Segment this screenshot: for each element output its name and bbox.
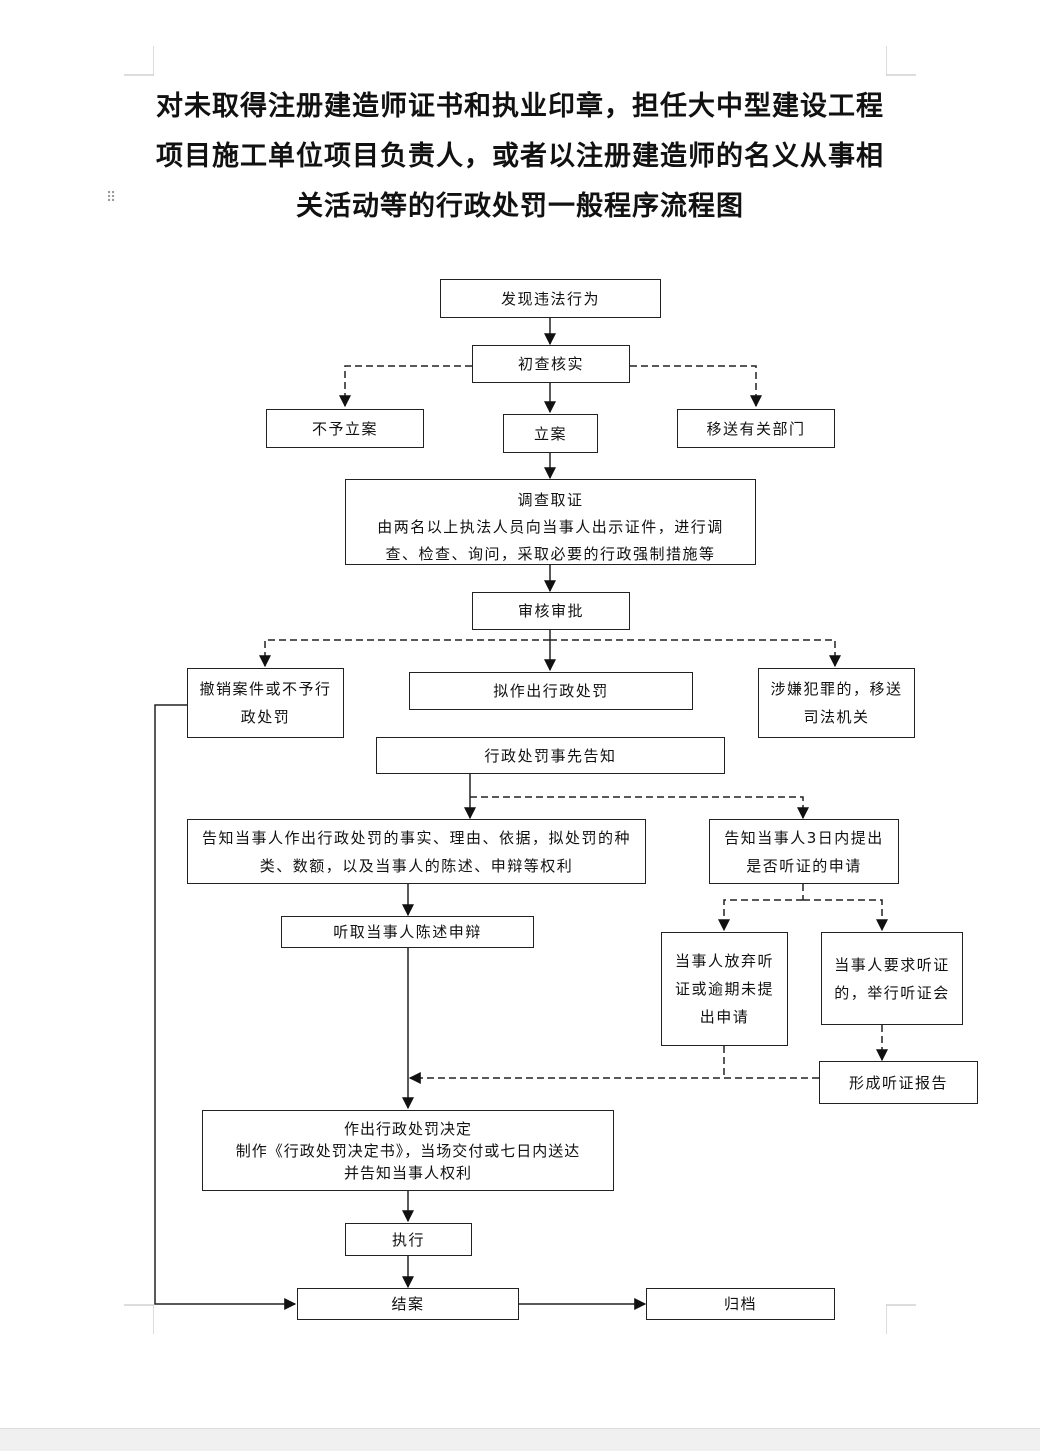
editor-status-bar <box>0 1428 1040 1451</box>
node-archive: 归档 <box>646 1288 835 1320</box>
node-waive-hearing-label: 当事人放弃听证或逾期未提出申请 <box>674 952 774 1026</box>
node-propose: 拟作出行政处罚 <box>409 672 693 710</box>
node-crime-transfer: 涉嫌犯罪的，移送司法机关 <box>758 668 915 738</box>
node-execute: 执行 <box>345 1223 472 1256</box>
node-archive-label: 归档 <box>723 1295 757 1313</box>
node-prior-notice-label: 行政处罚事先告知 <box>484 746 617 765</box>
dashed-to-revoke <box>259 639 550 668</box>
node-propose-label: 拟作出行政处罚 <box>493 682 609 700</box>
node-execute-label: 执行 <box>391 1230 425 1249</box>
node-no-case-label: 不予立案 <box>311 419 378 438</box>
node-discover-label: 发现违法行为 <box>500 289 600 308</box>
node-file-case: 立案 <box>503 414 598 453</box>
node-discover: 发现违法行为 <box>440 279 661 318</box>
node-revoke: 撤销案件或不予行政处罚 <box>187 668 344 738</box>
page-corner-top-left <box>124 46 154 76</box>
node-revoke-label: 撤销案件或不予行政处罚 <box>199 680 332 726</box>
arrow-revoke-to-close <box>154 704 297 1310</box>
node-hearing-report-label: 形成听证报告 <box>848 1073 948 1092</box>
node-notify-hearing-label: 告知当事人3日内提出是否听证的申请 <box>724 828 884 875</box>
page-corner-top-right <box>886 46 916 76</box>
node-decision-line1: 作出行政处罚决定 <box>343 1119 472 1138</box>
node-hearing-report: 形成听证报告 <box>819 1061 978 1104</box>
node-waive-hearing: 当事人放弃听证或逾期未提出申请 <box>661 932 788 1046</box>
node-investigate-desc: 由两名以上执法人员向当事人出示证件，进行调查、检查、询问，采取必要的行政强制措施… <box>377 518 724 563</box>
node-file-case-label: 立案 <box>533 424 567 443</box>
page-corner-bottom-left <box>124 1304 154 1334</box>
node-close-case-label: 结案 <box>391 1295 425 1313</box>
title-line-1: 对未取得注册建造师证书和执业印章，担任大中型建设工程 <box>156 91 884 122</box>
page-title: 对未取得注册建造师证书和执业印章，担任大中型建设工程 项目施工单位项目负责人，或… <box>140 82 900 232</box>
node-notify-hearing: 告知当事人3日内提出是否听证的申请 <box>709 819 899 884</box>
title-line-2: 项目施工单位项目负责人，或者以注册建造师的名义从事相 <box>156 141 884 172</box>
node-transfer-dept: 移送有关部门 <box>677 409 835 448</box>
table-move-handle-icon[interactable]: ⠿ <box>106 190 117 206</box>
node-notify-rights: 告知当事人作出行政处罚的事实、理由、依据，拟处罚的种类、数额，以及当事人的陈述、… <box>187 819 646 884</box>
node-hear-statement-label: 听取当事人陈述申辩 <box>333 923 482 941</box>
node-review: 审核审批 <box>472 592 630 630</box>
dashed-to-request <box>803 899 888 932</box>
node-prior-notice: 行政处罚事先告知 <box>376 737 725 774</box>
dashed-to-transfer <box>630 365 762 408</box>
node-hear-statement: 听取当事人陈述申辩 <box>281 916 534 948</box>
node-review-label: 审核审批 <box>517 602 584 620</box>
node-no-case: 不予立案 <box>266 409 424 448</box>
node-investigate-title: 调查取证 <box>517 491 584 509</box>
node-crime-transfer-label: 涉嫌犯罪的，移送司法机关 <box>770 680 903 726</box>
dashed-to-crime <box>550 639 841 668</box>
node-request-hearing-label: 当事人要求听证的，举行听证会 <box>834 955 950 1002</box>
node-decision: 作出行政处罚决定 制作《行政处罚决定书》，当场交付或七日内送达 并告知当事人权利 <box>202 1110 614 1191</box>
dashed-to-no-case <box>339 365 472 408</box>
dashed-to-notify-hearing <box>470 796 809 820</box>
node-transfer-dept-label: 移送有关部门 <box>706 419 806 438</box>
node-request-hearing: 当事人要求听证的，举行听证会 <box>821 932 963 1025</box>
page-corner-bottom-right <box>886 1304 916 1334</box>
dashed-to-waive <box>718 899 803 932</box>
node-decision-line2: 制作《行政处罚决定书》，当场交付或七日内送达 <box>235 1141 581 1160</box>
node-preliminary-label: 初查核实 <box>517 355 584 373</box>
title-line-3: 关活动等的行政处罚一般程序流程图 <box>296 191 744 222</box>
node-investigate: 调查取证 由两名以上执法人员向当事人出示证件，进行调查、检查、询问，采取必要的行… <box>345 479 756 565</box>
node-close-case: 结案 <box>297 1288 519 1320</box>
node-preliminary: 初查核实 <box>472 345 630 383</box>
node-notify-rights-label: 告知当事人作出行政处罚的事实、理由、依据，拟处罚的种类、数额，以及当事人的陈述、… <box>201 828 631 875</box>
node-decision-line3: 并告知当事人权利 <box>343 1163 472 1182</box>
